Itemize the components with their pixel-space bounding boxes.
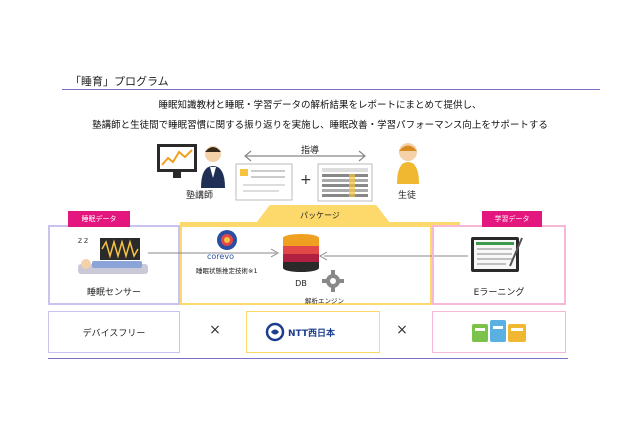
database-icon: [283, 234, 319, 272]
guidance-arrow: [244, 150, 366, 162]
zzz-mark: Z Z: [78, 238, 89, 245]
learning-data-tag: 学習データ: [482, 211, 542, 227]
sleep-data-tag: 睡眠データ: [68, 211, 130, 227]
ntt-label: NTT西日本: [288, 329, 336, 339]
sleep-sensor-label: 睡眠センサー: [86, 288, 141, 298]
corevo-label: corevo: [207, 252, 234, 261]
guidance-label: 指導: [300, 146, 319, 156]
report-card-icon: [235, 163, 293, 201]
student-illustration: [397, 143, 419, 184]
times-sign-1: ×: [209, 322, 221, 338]
elearning-label: Eラーニング: [473, 288, 525, 298]
student-label: 生徒: [398, 191, 417, 201]
ntt-box: [246, 311, 380, 353]
device-free-label: デバイスフリー: [82, 329, 146, 339]
learning-service-box: [432, 311, 566, 353]
engine-label: 解析エンジン: [305, 297, 344, 305]
center-analysis-panel: [180, 225, 432, 305]
sleep-sensor-icon: [78, 238, 148, 274]
times-sign-2: ×: [396, 322, 408, 338]
package-bar: [180, 222, 460, 226]
ntt-logo-icon: [265, 322, 285, 342]
page-title: 「睡育」プログラム: [70, 75, 169, 88]
sensor-to-db-arrow: [148, 248, 280, 258]
elearning-to-db-arrow: [318, 251, 468, 261]
data-sheet-icon: [317, 163, 373, 202]
package-trapezoid: [253, 205, 393, 227]
gear-icon: [322, 270, 344, 292]
plus-sign: +: [300, 172, 312, 188]
device-free-box: [48, 311, 180, 353]
db-label: DB: [295, 279, 307, 288]
description-line-2: 塾講師と生徒間で睡眠習慣に関する振り返りを実施し、睡眠改善・学習パフォーマンス向…: [92, 120, 548, 131]
teacher-label: 塾講師: [186, 191, 214, 201]
learning-service-logo-icon: [472, 320, 526, 342]
description-line-1: 睡眠知識教材と睡眠・学習データの解析結果をレポートにまとめて提供し、: [158, 100, 482, 111]
teacher-illustration: [157, 144, 225, 188]
package-label: パッケージ: [300, 211, 340, 220]
corevo-logo-icon: [217, 230, 237, 250]
title-underline: [62, 89, 600, 90]
tablet-icon: [471, 237, 523, 272]
bottom-divider: [48, 358, 568, 359]
tech-label: 睡眠状態推定技術※1: [196, 267, 258, 275]
